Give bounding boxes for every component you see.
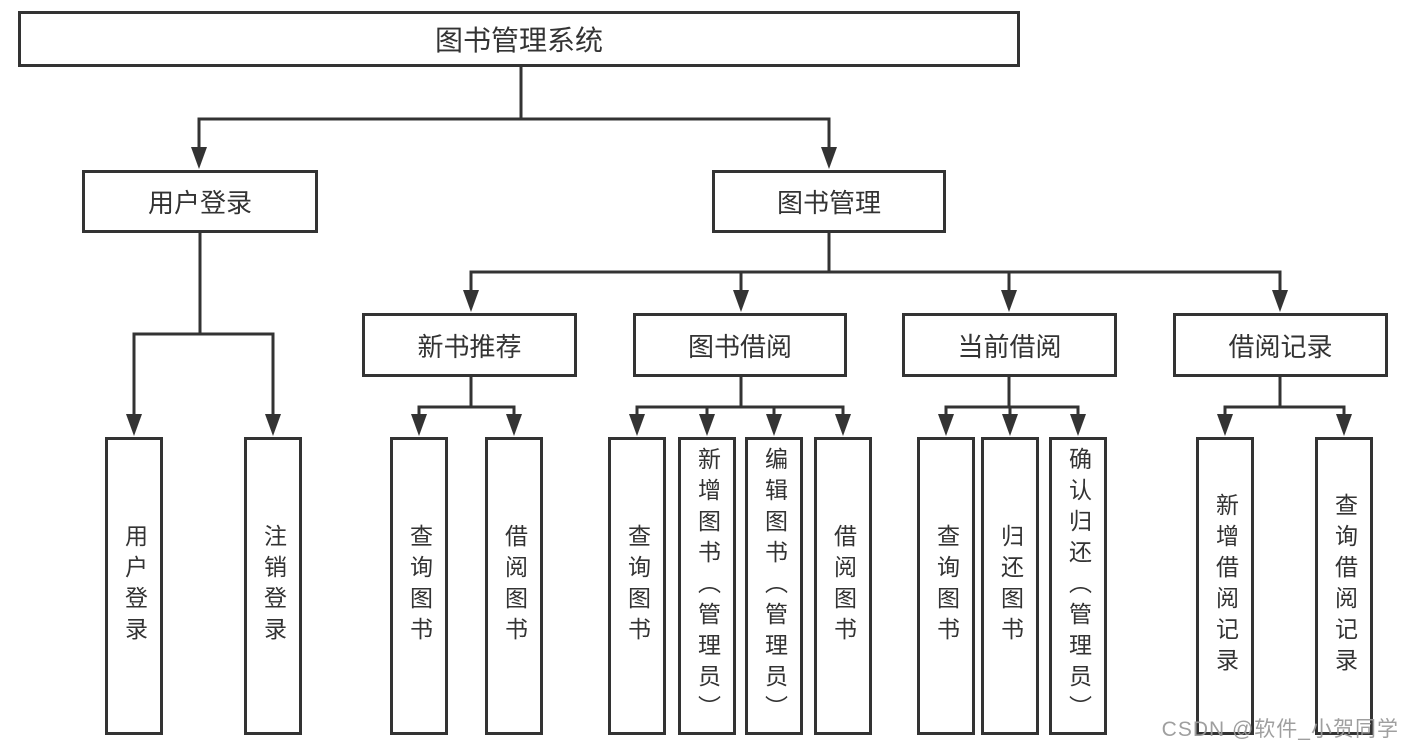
node-label: 用户登录 — [121, 524, 148, 648]
node-label: 借阅记录 — [1228, 331, 1333, 362]
leaf-borrow-book-recommend: 借阅图书 — [485, 437, 543, 735]
node-label: 查询借阅记录 — [1331, 493, 1358, 679]
node-user-login: 用户登录 — [82, 170, 318, 233]
leaf-query-book-recommend: 查询图书 — [390, 437, 448, 735]
node-label: 借阅图书 — [830, 524, 857, 648]
node-new-book-recommend: 新书推荐 — [362, 313, 577, 377]
node-label: 归还图书 — [997, 524, 1024, 648]
node-label: 图书管理系统 — [434, 25, 603, 56]
node-label: 查询图书 — [406, 524, 433, 648]
leaf-borrow-book: 借阅图书 — [814, 437, 872, 735]
node-label: 注销登录 — [260, 524, 287, 648]
leaf-logout: 注销登录 — [244, 437, 302, 735]
leaf-add-borrow-record: 新增借阅记录 — [1196, 437, 1254, 735]
node-library-management-system: 图书管理系统 — [18, 11, 1020, 67]
node-label: 借阅图书 — [501, 524, 528, 648]
leaf-query-book-current: 查询图书 — [917, 437, 975, 735]
leaf-user-login: 用户登录 — [105, 437, 163, 735]
node-book-borrowing: 图书借阅 — [633, 313, 847, 377]
leaf-add-book-admin: 新增图书（管理员） — [678, 437, 736, 735]
node-label: 新增借阅记录 — [1212, 493, 1239, 679]
node-label: 查询图书 — [933, 524, 960, 648]
leaf-query-borrow-record: 查询借阅记录 — [1315, 437, 1373, 735]
node-label: 新书推荐 — [417, 331, 522, 362]
node-book-management: 图书管理 — [712, 170, 946, 233]
node-label: 新增图书（管理员） — [694, 446, 721, 726]
node-label: 用户登录 — [147, 188, 252, 218]
node-label: 图书管理 — [776, 188, 881, 218]
node-label: 当前借阅 — [957, 331, 1062, 362]
node-label: 编辑图书（管理员） — [761, 446, 788, 726]
node-label: 确认归还（管理员） — [1065, 446, 1092, 726]
leaf-confirm-return-admin: 确认归还（管理员） — [1049, 437, 1107, 735]
arrowheads — [126, 147, 1352, 436]
node-label: 图书借阅 — [687, 331, 792, 362]
node-label: 查询图书 — [624, 524, 651, 648]
leaf-query-book-borrow: 查询图书 — [608, 437, 666, 735]
node-borrowing-records: 借阅记录 — [1173, 313, 1388, 377]
node-current-borrowing: 当前借阅 — [902, 313, 1117, 377]
tree-connectors — [132, 64, 1346, 430]
leaf-edit-book-admin: 编辑图书（管理员） — [745, 437, 803, 735]
watermark: CSDN @软件_小贺同学 — [1161, 718, 1399, 741]
leaf-return-book: 归还图书 — [981, 437, 1039, 735]
